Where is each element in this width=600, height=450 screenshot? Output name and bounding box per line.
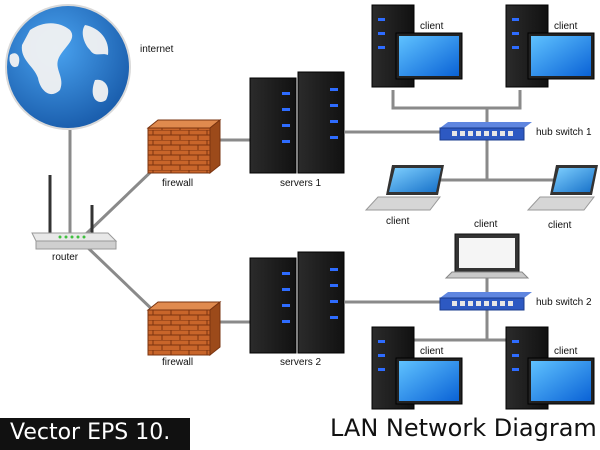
client-laptop-left-label: client <box>386 216 410 227</box>
router-icon <box>31 175 118 250</box>
client-desktop-bottom-right-icon <box>505 326 595 410</box>
cable-router-firewall-bottom <box>83 243 160 317</box>
client-desktop-top-right-icon <box>505 4 595 88</box>
cable-hub1-clients-top <box>391 90 522 110</box>
client-bottom-left-label: client <box>420 346 444 357</box>
hub-switch-1-icon <box>439 122 532 141</box>
cable-router-firewall-top <box>83 163 160 237</box>
diagram-title: LAN Network Diagram <box>330 414 597 442</box>
servers-2-label: servers 2 <box>280 357 322 368</box>
servers-1-icon <box>249 71 345 174</box>
router-label: router <box>52 252 79 263</box>
footer-band <box>0 418 190 450</box>
client-laptop-middle-icon <box>444 233 530 279</box>
client-laptop-right-label: client <box>548 220 572 231</box>
client-laptop-left-icon <box>364 165 444 211</box>
firewall-top-icon <box>146 118 222 175</box>
servers-1-label: servers 1 <box>280 178 322 189</box>
client-top-right-label: client <box>554 21 578 32</box>
footer-text: Vector EPS 10. <box>10 420 171 445</box>
internet-globe-icon <box>5 4 131 130</box>
hub-switch-1-label: hub switch 1 <box>536 127 592 138</box>
client-laptop-middle-label: client <box>474 219 498 230</box>
firewall-bottom-label: firewall <box>162 357 194 368</box>
client-desktop-top-left-icon <box>371 4 463 88</box>
client-desktop-bottom-left-icon <box>371 326 463 410</box>
hub-switch-2-label: hub switch 2 <box>536 297 592 308</box>
internet-label: internet <box>140 44 174 55</box>
servers-2-icon <box>249 251 345 354</box>
client-bottom-right-label: client <box>554 346 578 357</box>
firewall-bottom-icon <box>146 300 222 357</box>
client-top-left-label: client <box>420 21 444 32</box>
hub-switch-2-icon <box>439 292 532 311</box>
firewall-top-label: firewall <box>162 178 194 189</box>
client-laptop-right-icon <box>526 165 598 211</box>
